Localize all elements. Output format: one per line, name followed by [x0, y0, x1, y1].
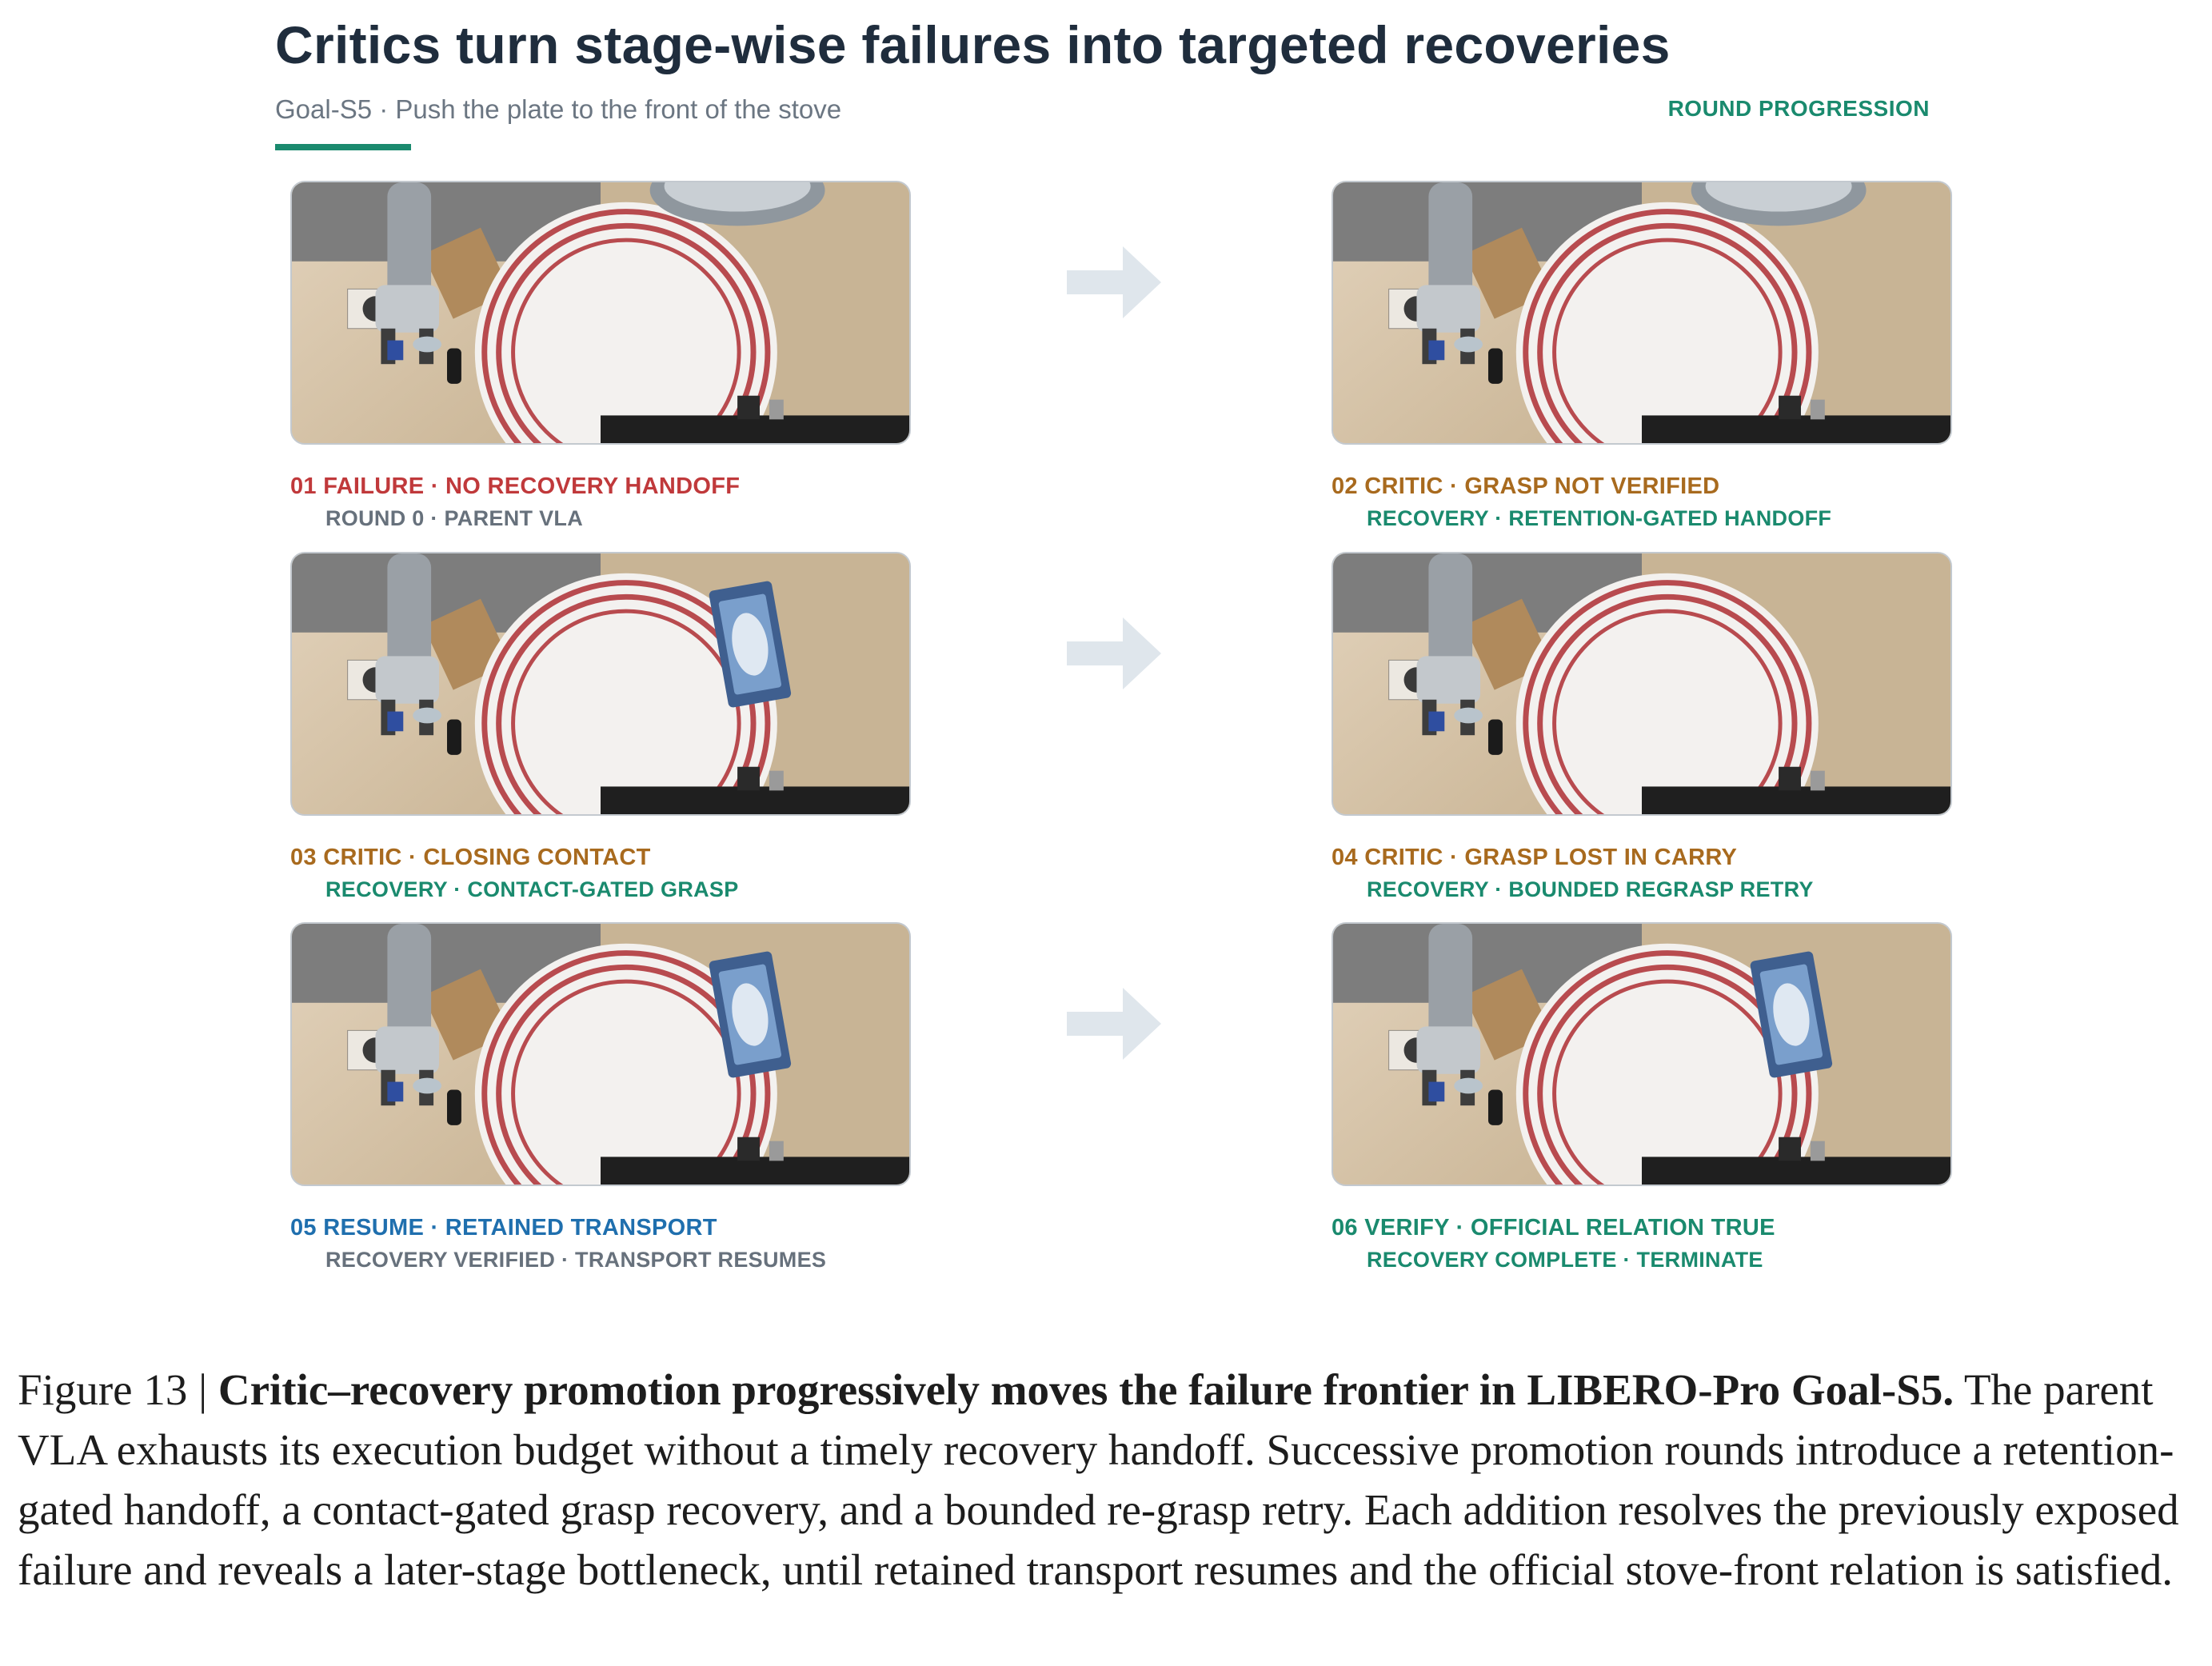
panel-4-image: [1332, 552, 1952, 816]
panel-3-status: 03 CRITIC · CLOSING CONTACT: [290, 845, 651, 870]
progression-arrow-icon: [1067, 246, 1161, 318]
panel-1-caption: 01 FAILURE · NO RECOVERY HANDOFF ROUND 0…: [290, 473, 740, 531]
progression-arrow-icon: [1067, 988, 1161, 1060]
panel-6-status: 06 VERIFY · OFFICIAL RELATION TRUE: [1332, 1215, 1775, 1241]
panel-1-detail: ROUND 0 · PARENT VLA: [325, 506, 584, 530]
panel-6-detail: RECOVERY COMPLETE · TERMINATE: [1367, 1248, 1763, 1272]
panel-2-detail: RECOVERY · RETENTION-GATED HANDOFF: [1367, 506, 1832, 530]
panel-3-caption: 03 CRITIC · CLOSING CONTACT RECOVERY · C…: [290, 845, 739, 902]
figure-caption: Figure 13 | Critic–recovery promotion pr…: [18, 1360, 2201, 1600]
figure-subtitle: Goal-S5 · Push the plate to the front of…: [275, 94, 842, 124]
panel-3-image: [290, 552, 911, 816]
panel-2-status: 02 CRITIC · GRASP NOT VERIFIED: [1332, 473, 1720, 499]
panel-5-caption: 05 RESUME · RETAINED TRANSPORT RECOVERY …: [290, 1215, 826, 1272]
panel-4-status: 04 CRITIC · GRASP LOST IN CARRY: [1332, 845, 1738, 870]
figure-caption-body: The parent VLA exhausts its execution bu…: [18, 1365, 2179, 1594]
panel-6-image: [1332, 922, 1952, 1186]
panel-3-detail: RECOVERY · CONTACT-GATED GRASP: [325, 877, 739, 901]
figure-caption-bold: Critic–recovery promotion progressively …: [218, 1365, 1954, 1414]
round-progression-label: ROUND PROGRESSION: [1667, 96, 1930, 121]
panel-1-status: 01 FAILURE · NO RECOVERY HANDOFF: [290, 473, 741, 499]
panel-4-detail: RECOVERY · BOUNDED REGRASP RETRY: [1367, 877, 1814, 901]
panel-5-status: 05 RESUME · RETAINED TRANSPORT: [290, 1215, 717, 1241]
panel-6-caption: 06 VERIFY · OFFICIAL RELATION TRUE RECOV…: [1332, 1215, 1775, 1272]
panel-2-image: [1332, 181, 1952, 445]
panel-1-image: [290, 181, 911, 445]
panel-5-detail: RECOVERY VERIFIED · TRANSPORT RESUMES: [325, 1248, 827, 1272]
panel-2-caption: 02 CRITIC · GRASP NOT VERIFIED RECOVERY …: [1332, 473, 1831, 531]
figure-caption-label: Figure 13 |: [18, 1365, 218, 1414]
figure-title: Critics turn stage-wise failures into ta…: [275, 15, 1671, 74]
panel-5-image: [290, 922, 911, 1186]
subtitle-accent-bar: [275, 144, 411, 150]
progression-arrow-icon: [1067, 617, 1161, 689]
panel-4-caption: 04 CRITIC · GRASP LOST IN CARRY RECOVERY…: [1332, 845, 1814, 902]
